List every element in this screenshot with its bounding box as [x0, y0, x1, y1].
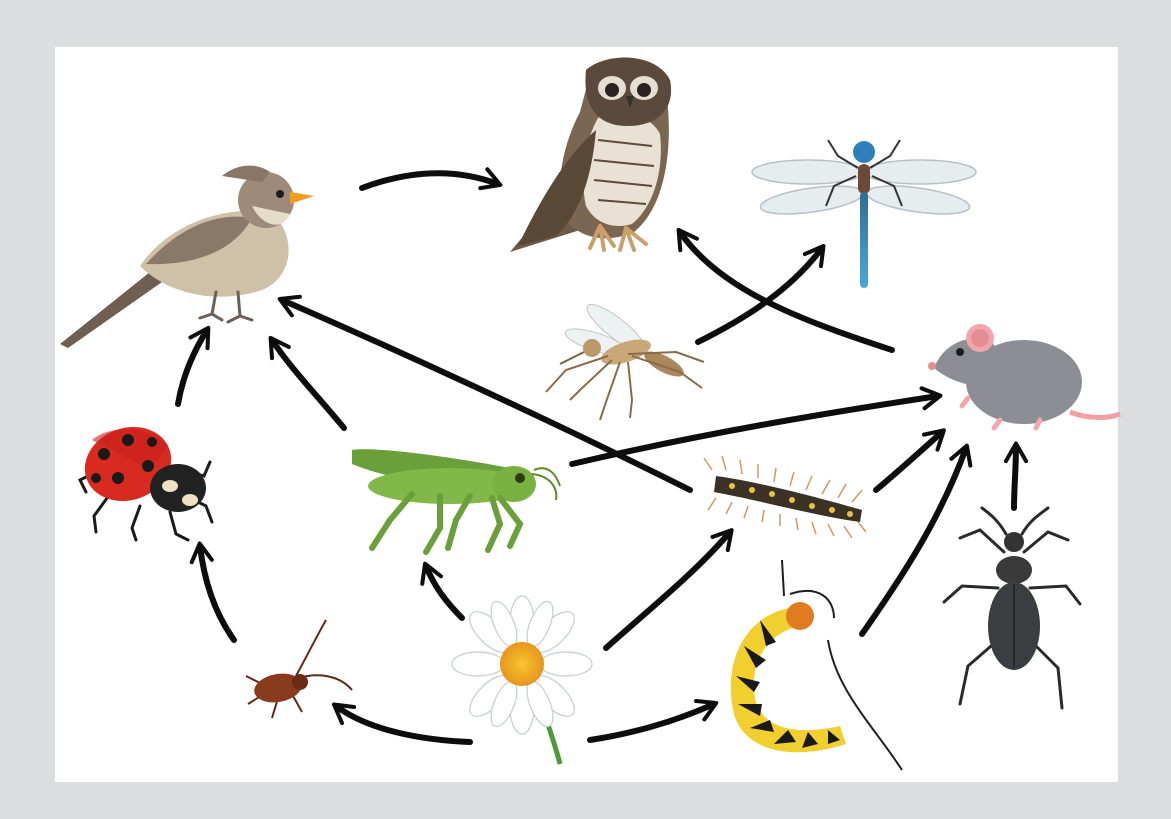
arrow-daisy-to-swallowtail	[590, 704, 714, 740]
dragonfly-icon	[752, 140, 976, 288]
daisy-icon	[452, 596, 592, 764]
arrow-daisy-to-cockroach	[336, 706, 470, 742]
arrow-beetle-to-mouse	[1014, 446, 1016, 508]
arrow-daisy-to-grasshopper	[426, 566, 462, 618]
arrow-ladybug-to-sparrow	[178, 330, 207, 404]
ladybug-icon	[74, 415, 212, 540]
arrows-layer	[178, 173, 1016, 742]
arrow-cockroach-to-ladybug	[200, 546, 234, 640]
arrow-sparrow-to-owl	[362, 173, 498, 188]
sparrow-icon	[60, 166, 314, 348]
swallowtail-caterpillar-icon	[731, 560, 902, 770]
mosquito-icon	[546, 298, 704, 420]
arrow-hairy-caterpillar-to-mouse	[876, 432, 942, 490]
grasshopper-icon	[352, 449, 560, 552]
owl-icon	[510, 58, 671, 252]
arrow-grasshopper-to-mouse	[572, 396, 938, 464]
hairy-caterpillar-icon	[704, 456, 866, 538]
mouse-icon	[928, 324, 1120, 428]
arrow-grasshopper-to-sparrow	[272, 340, 344, 428]
ground-beetle-icon	[944, 508, 1080, 708]
arrow-daisy-to-hairy-caterpillar	[606, 532, 730, 648]
arrow-swallowtail-to-mouse	[862, 448, 966, 634]
